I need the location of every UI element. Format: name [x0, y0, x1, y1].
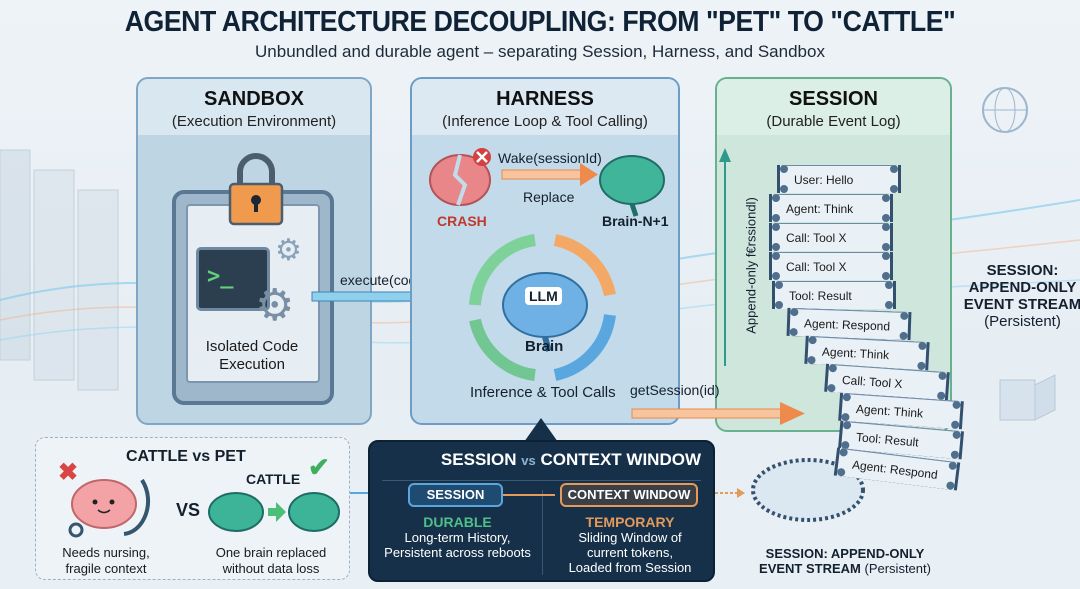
cattle-brains-icon [208, 492, 340, 532]
side-label-line: EVENT STREAM [963, 296, 1080, 313]
session-subtitle: (Durable Event Log) [766, 113, 901, 130]
event-log-row: Call: Tool X [772, 223, 890, 251]
svc-title-vs: vs [521, 453, 536, 468]
loop-arrows-icon [469, 234, 616, 381]
pet-brain-stethoscope-icon [68, 478, 150, 538]
pet-caption: Needs nursing,fragile context [56, 545, 156, 577]
document-network-icon [999, 374, 1056, 421]
lock-icon [228, 153, 284, 226]
callout-pointer [524, 418, 558, 442]
globe-icon [982, 87, 1028, 133]
new-brain-label: Brain-N+1 [602, 213, 669, 229]
page-title: AGENT ARCHITECTURE DECOUPLING: FROM "PET… [124, 6, 956, 38]
session-pill: SESSION [408, 483, 503, 507]
crash-label: CRASH [437, 213, 487, 229]
replace-label: Replace [523, 189, 575, 205]
bottom-label-line: SESSION: APPEND-ONLY [765, 546, 925, 561]
event-log-row: Call: Tool X [772, 252, 890, 280]
sandbox-title: SANDBOX [203, 88, 304, 110]
svc-title-a: SESSION [440, 450, 517, 469]
gear-icon: ⚙ [255, 281, 295, 330]
cattle-vs-pet-box: CATTLE vs PET ✖ VS CATTLE ✔ Needs nursin… [35, 437, 350, 580]
pet-caption-line: fragile context [65, 561, 147, 576]
session-vs-context-box: SESSION vs CONTEXT WINDOW SESSION CONTEX… [368, 440, 715, 582]
side-label-line: SESSION: [986, 262, 1059, 279]
harness-panel: HARNESS (Inference Loop & Tool Calling) [410, 77, 680, 425]
get-session-arrow [631, 402, 805, 425]
cattle-vs-pet-title: CATTLE vs PET [126, 448, 246, 465]
session-title: SESSION [789, 88, 878, 110]
cattle-caption-line: One brain replaced [215, 545, 327, 560]
llm-brain-icon [502, 272, 588, 352]
bottom-label-plain: (Persistent) [864, 561, 931, 576]
append-up-arrow [719, 148, 731, 366]
pet-caption-line: Needs nursing, [62, 545, 150, 560]
check-mark-icon: ✔ [308, 452, 330, 482]
context-window-pill: CONTEXT WINDOW [560, 483, 698, 507]
event-log-row: Agent: Think [772, 194, 890, 222]
cattle-caption-line: without data loss [222, 561, 320, 576]
session-desc-line: Persistent across reboots [384, 545, 531, 560]
context-desc-line: current tokens, [587, 545, 673, 560]
harness-subtitle: (Inference Loop & Tool Calling) [442, 113, 648, 130]
server-rack-icon [0, 149, 119, 391]
execute-label: execute(code) [340, 272, 429, 288]
event-log-row: Tool: Result [775, 281, 893, 309]
brain-label: Brain [525, 338, 564, 355]
append-only-vertical-label: Append-only f€rssiondl) [743, 197, 759, 334]
session-bottom-label: SESSION: APPEND-ONLY EVENT STREAM (Persi… [745, 546, 945, 576]
session-side-label: SESSION: APPEND-ONLY EVENT STREAM (Persi… [960, 262, 1080, 330]
svc-title: SESSION vs CONTEXT WINDOW [441, 450, 701, 470]
terminal-icon: >_ [196, 247, 270, 311]
side-label-line: (Persistent) [984, 313, 1061, 330]
vs-label: VS [176, 500, 201, 520]
event-log-row: Agent: Think [807, 335, 927, 371]
harness-title: HARNESS [496, 88, 594, 110]
sandbox-caption: Isolated Code Execution [205, 338, 299, 373]
loop-label: Inference & Tool Calls [470, 384, 616, 401]
llm-label: LLM [525, 287, 562, 305]
harness-graphics [429, 148, 665, 381]
side-label-line: APPEND-ONLY [968, 279, 1077, 296]
replace-arrow-icon [501, 163, 598, 186]
new-brain-icon [599, 155, 665, 217]
cattle-label: CATTLE [246, 471, 301, 487]
x-mark-icon: ✖ [58, 459, 79, 486]
terminal-prompt: >_ [207, 264, 234, 289]
context-arrow [715, 488, 745, 498]
context-desc-line: Loaded from Session [568, 560, 692, 575]
sandbox-subtitle: (Execution Environment) [171, 113, 337, 130]
session-desc-line: Long-term History, [404, 530, 511, 545]
event-log-row: User: Hello [780, 165, 898, 193]
context-desc-line: Sliding Window of [578, 530, 682, 545]
wake-label: Wake(sessionId) [498, 150, 602, 166]
durable-label: DURABLE [423, 514, 492, 530]
event-log-row: Agent: Respond [789, 307, 909, 341]
scroll-roll-icon [751, 458, 865, 522]
get-session-label: getSession(id) [630, 382, 720, 398]
crashed-brain-icon [429, 154, 491, 206]
error-x-icon [473, 148, 491, 166]
bottom-label-bold: EVENT STREAM [759, 561, 861, 576]
gear-icon: ⚙ [275, 234, 302, 267]
temporary-label: TEMPORARY [585, 514, 675, 530]
page-subtitle: Unbundled and durable agent – separating… [255, 42, 825, 61]
svc-title-b: CONTEXT WINDOW [540, 450, 701, 469]
